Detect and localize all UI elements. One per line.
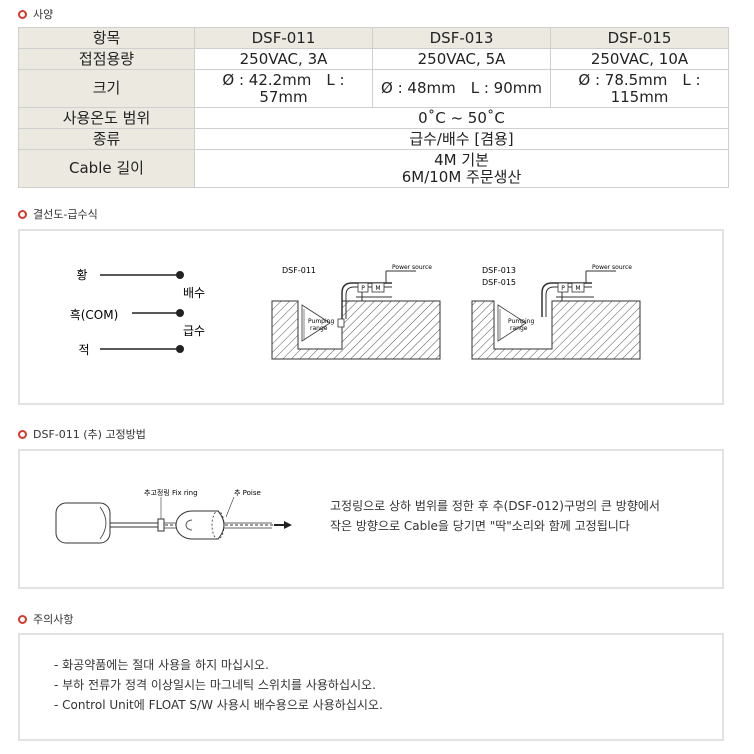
float-weight: [337, 318, 345, 328]
float-triangle: [497, 304, 527, 342]
terminal-dot: [176, 309, 184, 317]
spec-header-dsf015: DSF-015: [550, 27, 729, 49]
spec-cell: 0˚C ~ 50˚C: [194, 107, 729, 129]
fixing-desc-line2: 작은 방향으로 Cable을 당기면 "딱"소리와 함께 고정됩니다: [330, 519, 630, 533]
pump-m-label: M: [375, 285, 380, 292]
spec-label-size: 크기: [18, 69, 195, 108]
range-label: range: [510, 325, 528, 332]
fix-ring-label: 추고정링 Fix ring: [144, 488, 198, 497]
poise-label: 추 Poise: [234, 489, 261, 497]
float-triangle: [301, 304, 331, 342]
power-source-label: Power source: [592, 264, 632, 271]
float-edge: [99, 506, 107, 540]
range-label: range: [310, 325, 328, 332]
cable-line: 6M/10M 주문생산: [401, 167, 522, 186]
poise-body: [192, 510, 225, 540]
wire-label-red: 적: [78, 343, 89, 357]
spec-row-size: 크기 Ø : 42.2mm L : 57mm Ø : 48mm L : 90mm…: [18, 69, 729, 108]
spec-row-temp: 사용온도 범위 0˚C ~ 50˚C: [18, 107, 729, 129]
section-title-caution-text: 주의사항: [33, 613, 74, 626]
spec-label-capacity: 접점용량: [18, 48, 195, 70]
spec-cell: Ø : 48mm L : 90mm: [372, 69, 551, 108]
size-line: Ø : 42.2mm L :: [222, 70, 345, 89]
bullet-icon: [18, 209, 27, 219]
diagram2-title-a: DSF-013: [482, 266, 516, 275]
size-line: 115mm: [610, 87, 669, 106]
spec-header-dsf013: DSF-013: [372, 27, 551, 49]
cable-path: [541, 282, 592, 317]
diagram1-title: DSF-011: [282, 266, 316, 275]
spec-label-temp: 사용온도 범위: [18, 107, 195, 129]
pump-m-box: [571, 282, 585, 293]
terminal-dot: [176, 271, 184, 279]
fixing-desc-line1: 고정링으로 상하 범위를 정한 후 추(DSF-012)구멍의 큰 방향에서: [330, 499, 660, 513]
cable-line: 4M 기본: [434, 150, 489, 169]
section-title-fixing-text: DSF-011 (추) 고정방법: [33, 428, 146, 441]
power-source-label: Power source: [392, 264, 432, 271]
pump-m-label: M: [575, 285, 580, 292]
spec-cell: 250VAC, 3A: [194, 48, 373, 70]
pump-p-label: P: [361, 285, 365, 292]
leader-line: [225, 496, 235, 518]
wiring-box: 황 흑(COM) 적 배수 급수 DSF-011 Pumping range P: [18, 229, 724, 405]
section-title-wiring: 결선도-급수식: [18, 206, 98, 222]
pump-p-box: [557, 282, 569, 293]
caution-item: - 부하 전류가 정격 이상일시는 마그네틱 스위치를 사용하십시오.: [54, 678, 376, 692]
fixing-box: 추고정링 Fix ring 추 Poise 고정링으로 상하 범위를 정한 후 …: [18, 449, 724, 589]
diagram2-title-b: DSF-015: [482, 278, 516, 287]
spec-header-dsf011: DSF-011: [194, 27, 373, 49]
spec-row-cable: Cable 길이 4M 기본 6M/10M 주문생산: [18, 149, 729, 188]
section-title-spec-text: 사양: [33, 8, 54, 21]
fixing-diagram: 추고정링 Fix ring 추 Poise: [55, 488, 292, 544]
spec-cell: Ø : 78.5mm L : 115mm: [550, 69, 729, 108]
wire-label-yellow: 황: [76, 268, 87, 282]
wire-label-black: 흑(COM): [70, 308, 119, 322]
spec-cell: 4M 기본 6M/10M 주문생산: [194, 149, 729, 188]
spec-table: 항목 DSF-011 DSF-013 DSF-015 접점용량 250VAC, …: [18, 27, 729, 188]
spec-cell: 250VAC, 5A: [372, 48, 551, 70]
size-line: 57mm: [259, 87, 308, 106]
spec-header-row: 항목 DSF-011 DSF-013 DSF-015: [18, 27, 729, 49]
size-line: Ø : 78.5mm L :: [578, 70, 701, 89]
diagram-dsf013-015: DSF-013 DSF-015 Pumping range P M Power …: [471, 264, 641, 360]
section-title-spec: 사양: [18, 6, 53, 22]
arrow-right-icon: [284, 521, 292, 529]
spec-row-type: 종류 급수/배수 [겸용]: [18, 128, 729, 150]
cable-path: [545, 286, 592, 317]
terminal-dot: [176, 345, 184, 353]
spec-cell: 250VAC, 10A: [550, 48, 729, 70]
section-title-fixing: DSF-011 (추) 고정방법: [18, 426, 146, 442]
pump-p-label: P: [561, 285, 565, 292]
spec-cell: 급수/배수 [겸용]: [194, 128, 729, 150]
tank-wall: [271, 300, 441, 360]
caution-box: - 화공약품에는 절대 사용을 하지 마십시오. - 부하 전류가 정격 이상일…: [18, 633, 724, 741]
pumping-label: Pumping: [508, 318, 534, 325]
bullet-icon: [18, 614, 27, 624]
wiring-diagram: 황 흑(COM) 적 배수 급수 DSF-011 Pumping range P: [70, 264, 641, 360]
size-line: Ø : 48mm L : 90mm: [381, 79, 542, 97]
float-body: [55, 502, 111, 544]
spec-cell: Ø : 42.2mm L : 57mm: [194, 69, 373, 108]
section-title-wiring-text: 결선도-급수식: [33, 208, 98, 221]
bullet-icon: [18, 429, 27, 439]
pumping-label: Pumping: [308, 318, 334, 325]
spec-header-item: 항목: [18, 27, 195, 49]
diagram-dsf011: DSF-011 Pumping range P M Power source: [271, 264, 441, 360]
spec-row-capacity: 접점용량 250VAC, 3A 250VAC, 5A 250VAC, 10A: [18, 48, 729, 70]
spec-label-cable: Cable 길이: [18, 149, 195, 188]
bullet-icon: [18, 9, 27, 19]
poise-back: [211, 510, 225, 540]
section-title-caution: 주의사항: [18, 611, 73, 627]
spec-label-type: 종류: [18, 128, 195, 150]
label-drain: 배수: [183, 286, 205, 300]
cable-path: [345, 286, 392, 319]
caution-item: - 화공약품에는 절대 사용을 하지 마십시오.: [54, 658, 269, 672]
caution-item: - Control Unit에 FLOAT S/W 사용시 배수용으로 사용하십…: [54, 698, 383, 712]
caution-list: - 화공약품에는 절대 사용을 하지 마십시오. - 부하 전류가 정격 이상일…: [54, 655, 383, 715]
fix-ring: [157, 518, 165, 532]
pump-m-box: [371, 282, 385, 293]
label-supply: 급수: [183, 324, 205, 338]
pump-p-box: [357, 282, 369, 293]
cable-path: [341, 282, 392, 319]
